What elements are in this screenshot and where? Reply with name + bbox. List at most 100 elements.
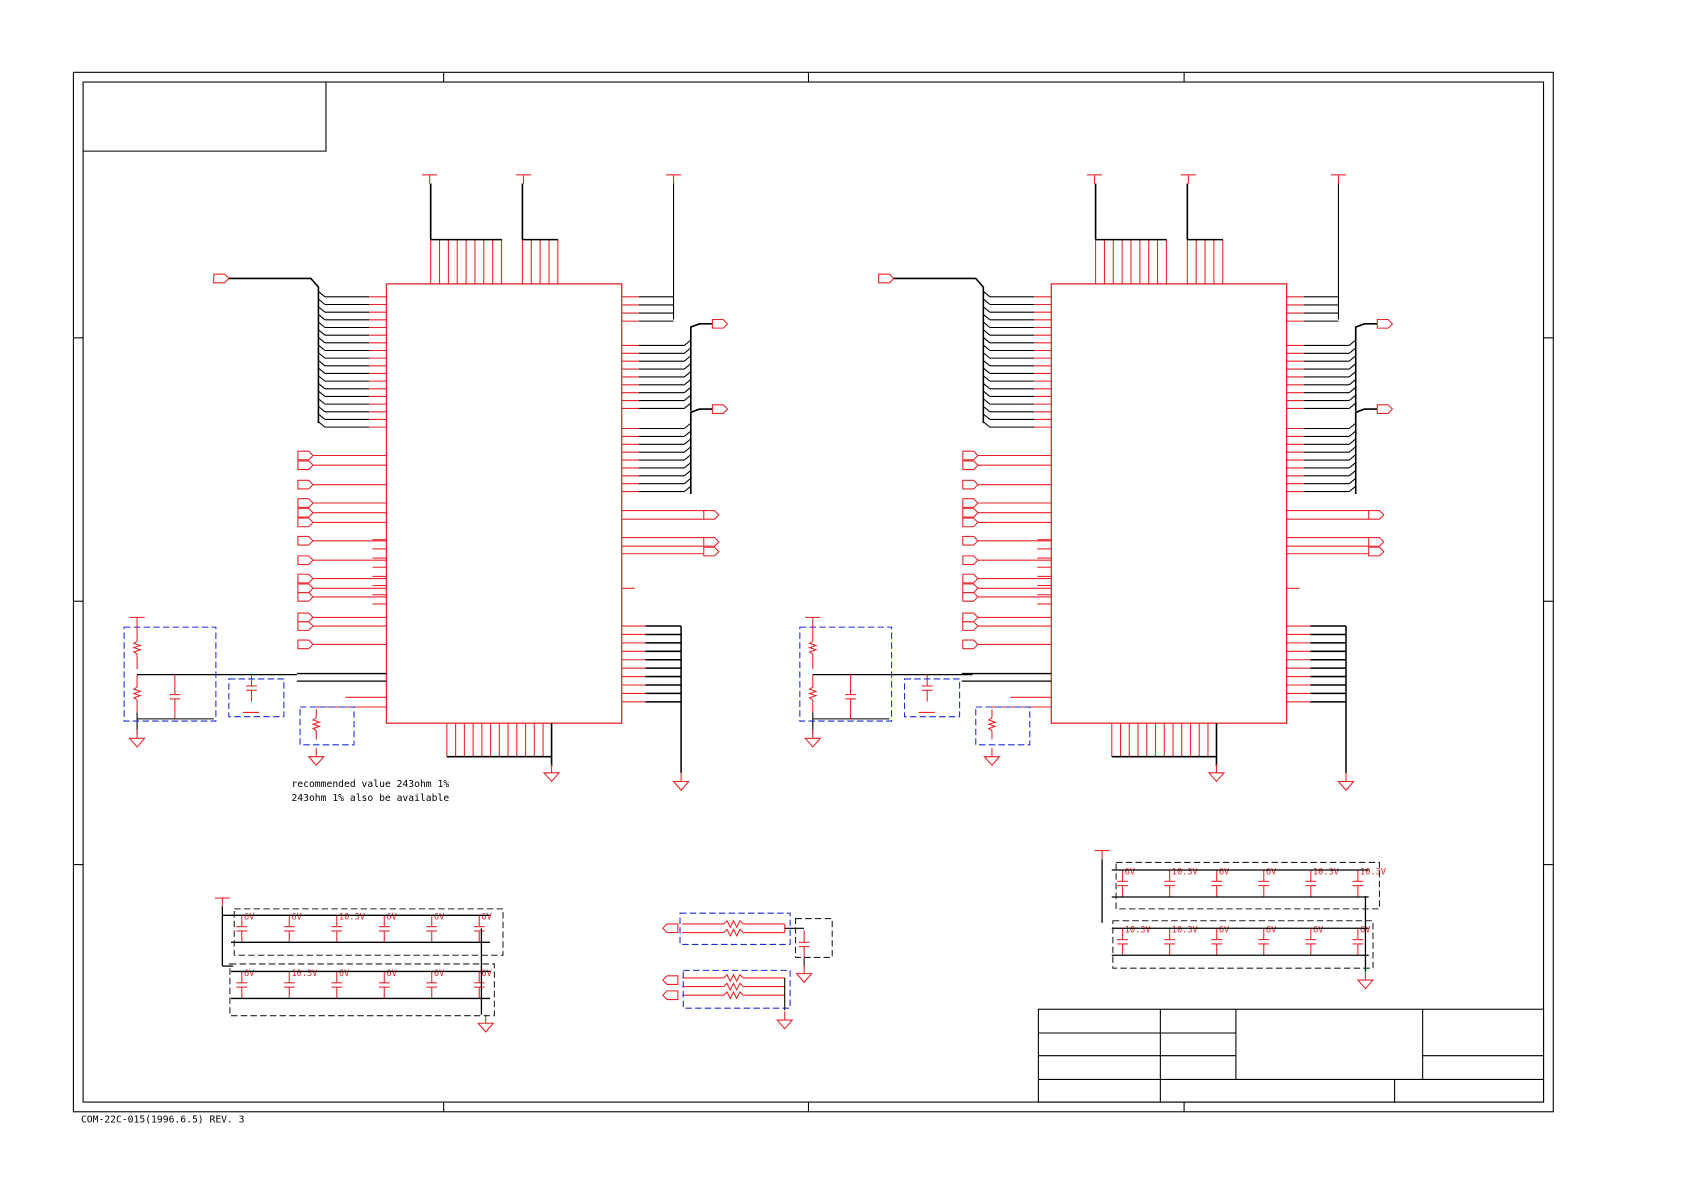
- filter-cap-box: [794, 918, 833, 958]
- io-port: [711, 404, 729, 414]
- io-port: [962, 460, 979, 471]
- capacitor-voltage-label: 10.3V: [1172, 867, 1198, 877]
- io-port: [703, 546, 720, 557]
- bus-wire: [690, 408, 713, 495]
- resistor: [807, 686, 818, 701]
- drawing-frame: [72, 71, 1554, 1113]
- bus-wire: [690, 323, 713, 411]
- resistor: [987, 717, 997, 732]
- io-port: [962, 592, 979, 602]
- capacitor-voltage-label: 10.3V: [1360, 867, 1386, 877]
- io-port: [297, 507, 314, 518]
- ground-symbol: [1356, 979, 1375, 990]
- title-block: [1037, 1008, 1545, 1103]
- io-port: [661, 923, 679, 934]
- ground-symbol: [307, 756, 326, 767]
- io-port: [1368, 510, 1385, 520]
- note-line-2: 243ohm 1% also be available: [291, 793, 449, 804]
- ground-symbol: [128, 737, 146, 748]
- capacitor-bank-box: [233, 908, 504, 956]
- io-port: [962, 555, 979, 566]
- capacitor-voltage-label: 10.3V: [291, 969, 317, 979]
- capacitor-voltage-label: 6V: [386, 913, 396, 923]
- io-port: [962, 583, 979, 594]
- capacitor-voltage-label: 6V: [386, 969, 396, 979]
- bias-resistor-box: [299, 706, 355, 746]
- ground-symbol: [672, 780, 690, 791]
- capacitor-voltage-label: 10.3V: [1313, 867, 1339, 877]
- io-port: [962, 535, 979, 546]
- ground-symbol: [1207, 772, 1226, 783]
- io-port: [962, 507, 979, 518]
- bias-cap-box: [903, 678, 961, 718]
- filter-box: [682, 969, 791, 1009]
- io-port: [1368, 537, 1385, 547]
- form-code: COM-22C-015(1996.6.5) REV. 3: [81, 1115, 245, 1126]
- io-port: [297, 592, 314, 602]
- resistor: [132, 640, 143, 655]
- io-port: [297, 479, 314, 490]
- io-port: [962, 621, 979, 631]
- resistor: [723, 919, 744, 929]
- capacitor-voltage-label: 10.3V: [339, 913, 365, 923]
- io-port: [297, 498, 314, 508]
- ground-symbol: [476, 1022, 495, 1033]
- bias-cap-box: [228, 678, 285, 718]
- rc-filter-networks: [661, 912, 833, 1030]
- ic-right-circuit: [799, 174, 1394, 791]
- io-port: [297, 535, 314, 546]
- capacitor-voltage-label: 10.3V: [1125, 926, 1151, 936]
- io-port: [297, 555, 314, 566]
- capacitor-voltage-label: 10.3V: [1172, 926, 1198, 936]
- io-port: [962, 612, 979, 623]
- io-port: [962, 517, 979, 528]
- bus-wire: [1354, 408, 1378, 495]
- capacitor-voltage-label: 6V: [1125, 867, 1135, 877]
- bus-wire: [1354, 323, 1378, 411]
- io-port: [297, 450, 314, 461]
- capacitor-voltage-label: 6V: [1219, 926, 1229, 936]
- io-port: [1376, 318, 1394, 329]
- capacitor-bank-box: [229, 963, 495, 1017]
- io-port: [962, 450, 979, 461]
- capacitor-bank-box: [1112, 920, 1374, 969]
- bias-network-box: [799, 626, 893, 722]
- io-port: [661, 975, 679, 985]
- capacitor-voltage-label: 6V: [244, 969, 254, 979]
- io-port: [297, 517, 314, 528]
- io-port: [962, 479, 979, 490]
- io-port: [962, 573, 979, 584]
- ground-symbol: [542, 772, 561, 783]
- ic-left-circuit: [123, 174, 729, 791]
- io-port: [878, 273, 895, 284]
- io-port: [1368, 546, 1385, 557]
- capacitor-voltage-label: 6V: [339, 969, 349, 979]
- capacitor-voltage-label: 6V: [434, 913, 444, 923]
- io-port: [661, 990, 679, 1001]
- bias-network-box: [123, 626, 217, 722]
- resistor: [723, 928, 744, 938]
- bias-resistor-box: [975, 706, 1031, 746]
- ground-symbol: [795, 973, 813, 984]
- ground-symbol: [804, 737, 822, 748]
- io-port: [297, 621, 314, 631]
- resistor: [723, 982, 744, 992]
- capacitor-voltage-label: 6V: [1266, 926, 1276, 936]
- capacitor-voltage-label: 6V: [434, 969, 444, 979]
- capacitor-voltage-label: 6V: [1219, 867, 1229, 877]
- io-port: [703, 537, 720, 547]
- note-line-1: recommended value 243ohm 1%: [291, 779, 449, 790]
- io-port: [962, 639, 979, 650]
- ground-symbol: [775, 1019, 794, 1030]
- resistor: [723, 973, 744, 983]
- io-port: [711, 318, 729, 329]
- resistor: [807, 640, 818, 655]
- ic-body: [1050, 283, 1288, 724]
- filter-box: [679, 912, 791, 946]
- io-port: [213, 273, 230, 284]
- io-port: [297, 639, 314, 650]
- io-port: [1376, 404, 1394, 414]
- io-port: [297, 612, 314, 623]
